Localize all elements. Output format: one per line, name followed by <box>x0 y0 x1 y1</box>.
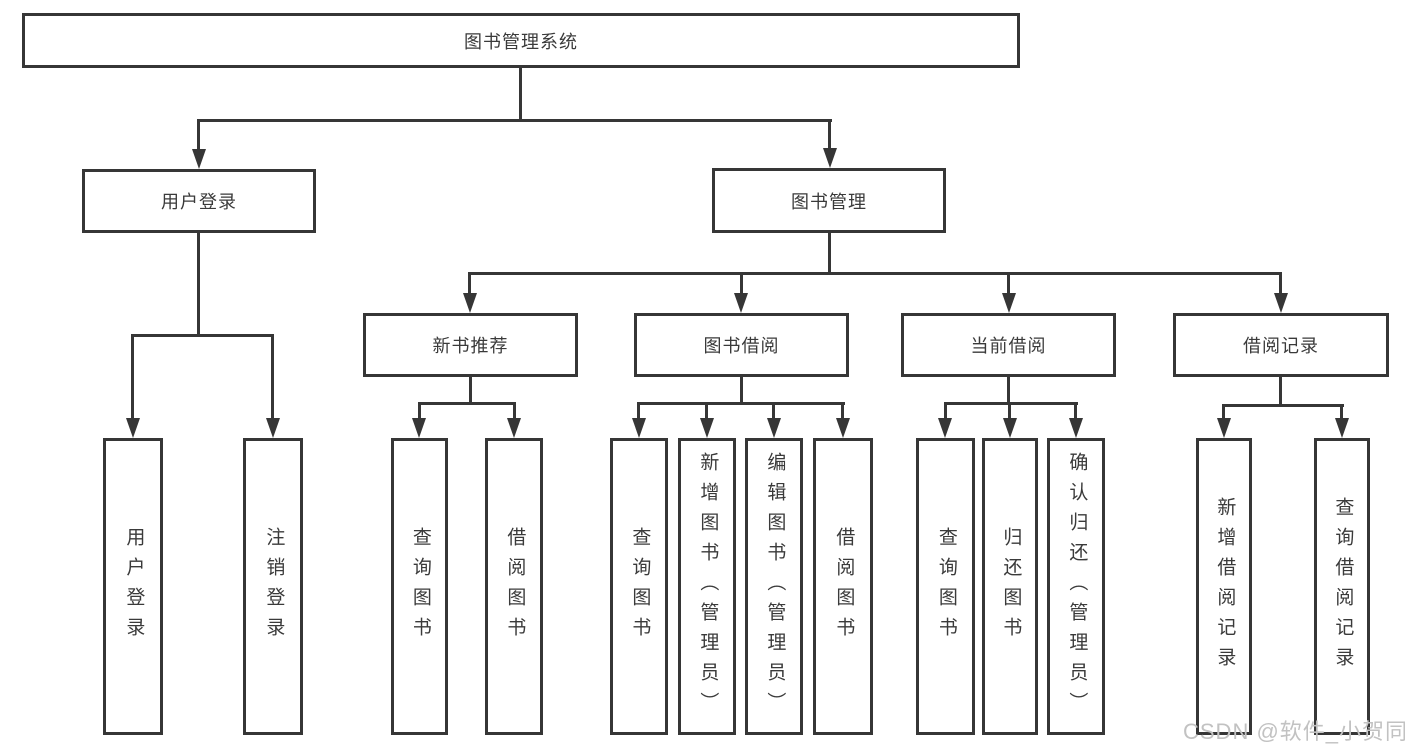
connector-line <box>469 272 1282 275</box>
arrow-down-icon <box>1217 418 1231 438</box>
leaf-borrow-book: 借阅图书 <box>813 438 873 735</box>
connector-line <box>828 233 831 275</box>
leaf-confirm-return-admin: 确认归还（管理员） <box>1047 438 1105 735</box>
arrow-down-icon <box>734 293 748 313</box>
connector-line <box>1279 272 1282 296</box>
csdn-watermark: CSDN @软件_小贺同学 <box>1183 719 1405 744</box>
node-label: 查询图书 <box>409 526 431 647</box>
connector-line <box>271 334 274 420</box>
leaf-query-borrow-record: 查询借阅记录 <box>1314 438 1370 735</box>
node-new-book-recommend: 新书推荐 <box>363 313 578 377</box>
connector-line <box>637 402 640 422</box>
arrow-down-icon <box>463 293 477 313</box>
connector-line <box>132 334 274 337</box>
connector-line <box>197 119 200 153</box>
node-label: 图书管理系统 <box>464 31 578 52</box>
node-label: 图书借阅 <box>703 336 780 356</box>
node-root-library-system: 图书管理系统 <box>22 13 1020 68</box>
connector-line <box>418 402 516 405</box>
connector-line <box>828 119 831 153</box>
connector-line <box>1074 402 1077 422</box>
node-label: 当前借阅 <box>970 336 1047 356</box>
leaf-add-book-admin: 新增图书（管理员） <box>678 438 736 735</box>
arrow-down-icon <box>266 418 280 438</box>
arrow-down-icon <box>1002 293 1016 313</box>
arrow-down-icon <box>192 149 206 169</box>
leaf-logout: 注销登录 <box>243 438 303 735</box>
node-current-borrow: 当前借阅 <box>901 313 1116 377</box>
leaf-recommend-query-book: 查询图书 <box>391 438 448 735</box>
node-label: 查询图书 <box>629 526 651 647</box>
arrow-down-icon <box>126 418 140 438</box>
arrow-down-icon <box>1274 293 1288 313</box>
connector-line <box>705 402 708 422</box>
node-user-login: 用户登录 <box>82 169 316 233</box>
node-borrow-records: 借阅记录 <box>1173 313 1389 377</box>
connector-line <box>1222 404 1225 422</box>
node-label: 查询借阅记录 <box>1332 496 1354 677</box>
arrow-down-icon <box>1003 418 1017 438</box>
connector-line <box>469 377 472 405</box>
arrow-down-icon <box>1335 418 1349 438</box>
connector-line <box>418 402 421 422</box>
leaf-return-book: 归还图书 <box>982 438 1038 735</box>
arrow-down-icon <box>823 148 837 168</box>
node-label: 用户登录 <box>161 192 237 212</box>
node-label: 注销登录 <box>263 526 285 647</box>
arrow-down-icon <box>507 418 521 438</box>
connector-line <box>131 334 134 420</box>
arrow-down-icon <box>632 418 646 438</box>
node-label: 编辑图书（管理员） <box>764 451 786 722</box>
connector-line <box>468 272 471 296</box>
arrow-down-icon <box>938 418 952 438</box>
arrow-down-icon <box>767 418 781 438</box>
connector-line <box>944 402 1078 405</box>
connector-line <box>841 402 844 422</box>
connector-line <box>740 272 743 296</box>
leaf-user-login: 用户登录 <box>103 438 163 735</box>
node-label: 新书推荐 <box>432 336 509 356</box>
connector-line <box>1007 377 1010 405</box>
connector-line <box>1222 404 1344 407</box>
node-label: 图书管理 <box>791 191 867 212</box>
arrow-down-icon <box>700 418 714 438</box>
connector-line <box>772 402 775 422</box>
leaf-borrow-query-book: 查询图书 <box>610 438 668 735</box>
arrow-down-icon <box>1069 418 1083 438</box>
leaf-recommend-borrow-book: 借阅图书 <box>485 438 543 735</box>
connector-line <box>1279 377 1282 406</box>
node-label: 查询图书 <box>935 526 957 647</box>
connector-line <box>1340 404 1343 422</box>
connector-line <box>1008 402 1011 422</box>
node-label: 借阅图书 <box>504 526 526 647</box>
node-label: 借阅记录 <box>1243 336 1319 356</box>
node-label: 新增借阅记录 <box>1214 496 1236 677</box>
connector-line <box>1007 272 1010 296</box>
arrow-down-icon <box>412 418 426 438</box>
node-label: 确认归还（管理员） <box>1066 451 1088 722</box>
node-label: 归还图书 <box>1000 526 1022 647</box>
arrow-down-icon <box>836 418 850 438</box>
node-label: 借阅图书 <box>833 526 855 647</box>
connector-line <box>519 68 522 122</box>
node-book-borrow: 图书借阅 <box>634 313 849 377</box>
connector-line <box>740 377 743 405</box>
leaf-current-query-book: 查询图书 <box>916 438 975 735</box>
connector-line <box>944 402 947 422</box>
leaf-edit-book-admin: 编辑图书（管理员） <box>745 438 803 735</box>
node-label: 用户登录 <box>123 526 145 647</box>
connector-line <box>513 402 516 422</box>
connector-line <box>638 402 845 405</box>
connector-line <box>198 119 832 122</box>
node-label: 新增图书（管理员） <box>697 451 719 722</box>
node-book-management: 图书管理 <box>712 168 946 233</box>
connector-line <box>197 233 200 337</box>
leaf-add-borrow-record: 新增借阅记录 <box>1196 438 1252 735</box>
